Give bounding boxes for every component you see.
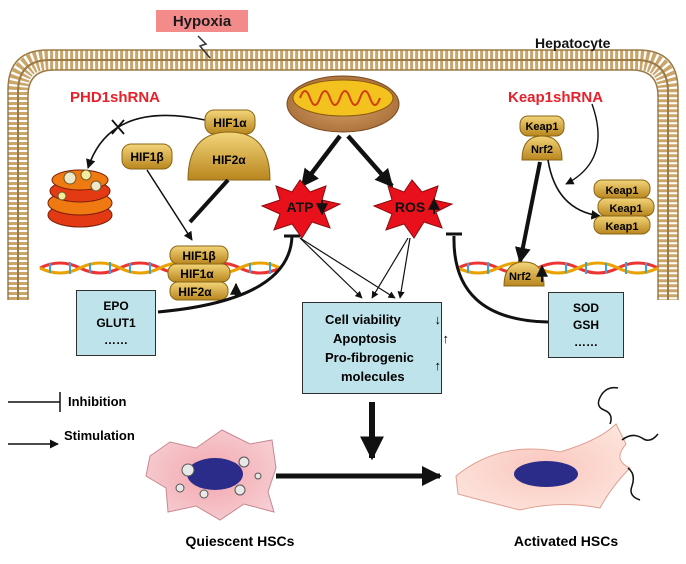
target-epo: EPO bbox=[103, 298, 129, 313]
keap1-release-arrow bbox=[547, 159, 601, 220]
down-arrow-icon: ↓ bbox=[434, 312, 442, 327]
phd1-shrna-label: PHD1shRNA bbox=[70, 89, 160, 106]
hif1b-protein: HIF1β bbox=[121, 143, 173, 170]
stack-hif1b: HIF1β bbox=[182, 249, 215, 263]
keap1-text: Keap1 bbox=[525, 121, 558, 133]
keap1-nrf2-complex: Keap1 Nrf2 bbox=[519, 115, 565, 161]
atp-burst: ATP bbox=[260, 179, 342, 239]
mito-atp-arrow bbox=[300, 134, 342, 188]
nrf2-text: Nrf2 bbox=[531, 144, 553, 156]
quiescent-label: Quiescent HSCs bbox=[186, 533, 295, 549]
nrf2-dna-text: Nrf2 bbox=[509, 271, 531, 283]
ros-label: ROS bbox=[395, 199, 425, 215]
right-inhibition-line bbox=[452, 235, 549, 324]
ros-effect-arrow bbox=[371, 237, 409, 299]
hif-stack: HIF1β HIF1α HIF2α bbox=[167, 245, 242, 301]
cell-label: Hepatocyte bbox=[535, 35, 611, 51]
hypoxia-label: Hypoxia bbox=[156, 10, 248, 59]
nrf2-target-genes-box: SOD GSH …… bbox=[548, 292, 624, 358]
target-sod: SOD bbox=[572, 300, 599, 315]
effect-profibrogenic: Pro-fibrogenic↑ bbox=[325, 350, 441, 373]
stack-hif1a: HIF1α bbox=[180, 267, 214, 281]
keap1-shrna-arrow bbox=[565, 103, 599, 185]
stack-hif2a: HIF2α bbox=[178, 285, 212, 299]
target-more-r: …… bbox=[574, 334, 598, 349]
nrf2-translocation-arrow bbox=[514, 161, 542, 264]
keap1-stack-1: Keap1 bbox=[605, 185, 638, 197]
mito-ros-arrow bbox=[346, 134, 394, 188]
cellular-effects-box: Cell viability↓ Apoptosis↑ Pro-fibrogeni… bbox=[302, 302, 449, 394]
hif1a-text: HIF1α bbox=[213, 116, 247, 130]
degradation-arrow bbox=[86, 114, 206, 169]
legend-inhibition: Inhibition bbox=[68, 394, 127, 409]
left-inhibition-line bbox=[157, 235, 294, 314]
dna-left bbox=[39, 261, 281, 275]
hif2a-arrow bbox=[188, 178, 230, 224]
keap1-stack: Keap1 Keap1 Keap1 bbox=[593, 179, 655, 235]
hypoxia-text: Hypoxia bbox=[173, 13, 232, 30]
mitochondrion-icon bbox=[286, 75, 400, 133]
target-glut1: GLUT1 bbox=[96, 315, 136, 330]
quiescent-hsc-icon bbox=[145, 429, 277, 521]
hif1a-protein: HIF1α bbox=[204, 109, 256, 135]
dna-right bbox=[457, 261, 659, 275]
target-gsh: GSH bbox=[572, 317, 599, 332]
effect-apoptosis: Apoptosis↑ bbox=[333, 331, 449, 346]
cell-membrane bbox=[7, 49, 679, 300]
activated-label: Activated HSCs bbox=[514, 533, 618, 549]
proteasome-icon bbox=[47, 169, 113, 228]
effect-molecules: molecules bbox=[341, 369, 405, 384]
ros-burst: ROS bbox=[372, 179, 454, 239]
lightning-icon bbox=[197, 35, 211, 59]
nrf2-on-dna: Nrf2 bbox=[503, 261, 548, 287]
keap1-stack-2: Keap1 bbox=[609, 203, 642, 215]
hif2a-protein: HIF2α bbox=[187, 131, 271, 181]
activated-hsc-icon bbox=[455, 386, 659, 511]
hif1b-text: HIF1β bbox=[130, 150, 163, 164]
up-arrow-icon: ↑ bbox=[442, 331, 450, 346]
atp-effect-arrow-2 bbox=[299, 237, 396, 299]
up-arrow-icon: ↑ bbox=[434, 358, 442, 373]
effect-viability: Cell viability↓ bbox=[325, 312, 441, 327]
target-more: …… bbox=[104, 332, 128, 347]
legend: Inhibition Stimulation bbox=[8, 392, 135, 449]
legend-stimulation: Stimulation bbox=[64, 428, 135, 443]
keap1-shrna-label: Keap1shRNA bbox=[508, 89, 603, 106]
hif2a-text: HIF2α bbox=[212, 153, 246, 167]
process-fiber bbox=[597, 386, 619, 425]
hif-target-genes-box: EPO GLUT1 …… bbox=[76, 290, 156, 356]
hif1b-arrow bbox=[146, 169, 193, 241]
atp-effect-arrow bbox=[299, 237, 363, 299]
blocked-mark bbox=[111, 119, 125, 135]
keap1-stack-3: Keap1 bbox=[605, 221, 638, 233]
ros-effect-arrow-2 bbox=[397, 237, 411, 299]
atp-label: ATP bbox=[287, 199, 314, 215]
